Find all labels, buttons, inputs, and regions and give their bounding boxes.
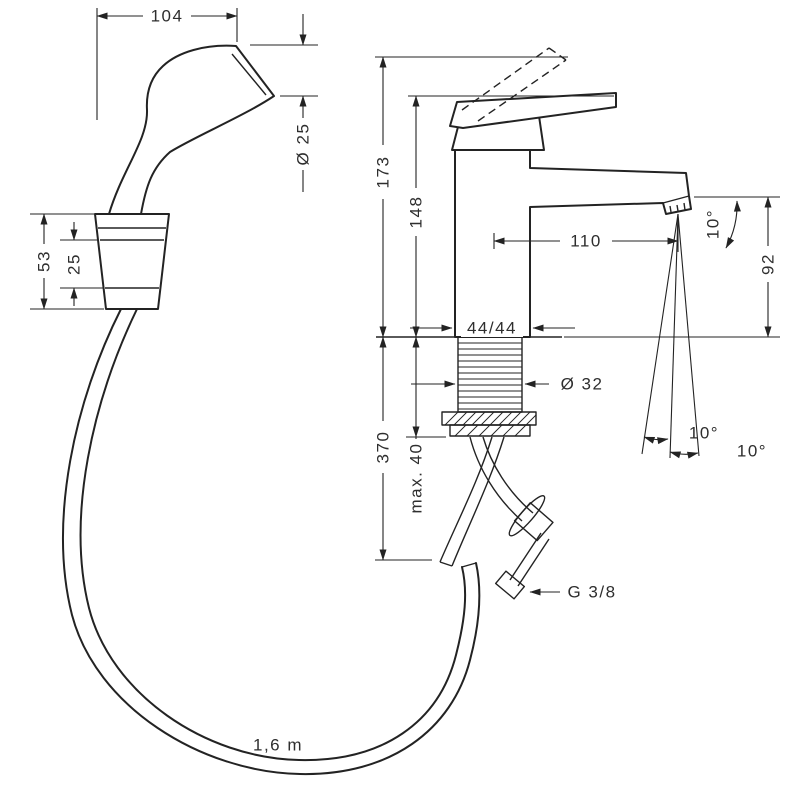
handshower-drawing (94, 44, 275, 310)
dim-base-footprint: 44/44 (410, 319, 575, 338)
dim-handshower-width: 104 (96, 7, 238, 120)
dim-148-label: 148 (407, 196, 426, 229)
dim-104-label: 104 (151, 7, 184, 26)
aerator-line (662, 195, 690, 204)
dim-110-label: 110 (570, 232, 602, 251)
below-deck-assembly (439, 336, 554, 600)
dim-max-thickness: max. 40 (406, 336, 446, 517)
dim-d32-label: Ø 32 (561, 375, 604, 394)
dim-d25-label: Ø 25 (294, 123, 313, 166)
spray-angle-b-label: 10° (737, 442, 767, 461)
dim-thread: G 3/8 (529, 583, 616, 602)
mounting-nut (449, 424, 531, 437)
dim-holder-section: 25 (60, 222, 103, 306)
dim-head-diameter: Ø 25 (250, 14, 318, 192)
dim-max40-label: max. 40 (407, 443, 426, 514)
shutoff-valve (508, 495, 554, 542)
dim-spout-height: 92 (564, 196, 780, 338)
mixer-drawing (376, 47, 692, 338)
dim-height-to-spout: 148 (407, 95, 614, 338)
handle-raised-position (461, 47, 567, 122)
dim-370-label: 370 (374, 431, 393, 464)
spray-angle-lines: 10° 10° 10° (641, 200, 767, 461)
handshower-holder (94, 213, 170, 310)
handle-lever (449, 92, 617, 129)
dim-total-height: 173 (374, 56, 568, 338)
g38-connector-nut (494, 570, 526, 600)
dim-connection-length: 370 (374, 336, 432, 561)
connection-hoses (439, 436, 534, 567)
shower-hose: 1,6 m (62, 308, 481, 776)
dim-173-label: 173 (374, 156, 393, 189)
dim-spout-reach: 110 (493, 218, 679, 252)
dim-g38-label: G 3/8 (567, 583, 616, 602)
aerator-angle-label: 10° (704, 209, 723, 239)
spray-angle-a-label: 10° (689, 424, 719, 443)
handshower-head (108, 44, 275, 215)
threaded-shank (457, 336, 523, 413)
dim-4444-label: 44/44 (467, 319, 517, 338)
hose-length-label: 1,6 m (253, 736, 303, 755)
valve-handle (508, 495, 546, 537)
dim-holder-height: 53 (30, 213, 104, 310)
dim-53-label: 53 (35, 250, 54, 272)
handshower-face-line (231, 53, 267, 96)
dim-25-label: 25 (65, 253, 84, 275)
dim-92-label: 92 (759, 253, 778, 275)
